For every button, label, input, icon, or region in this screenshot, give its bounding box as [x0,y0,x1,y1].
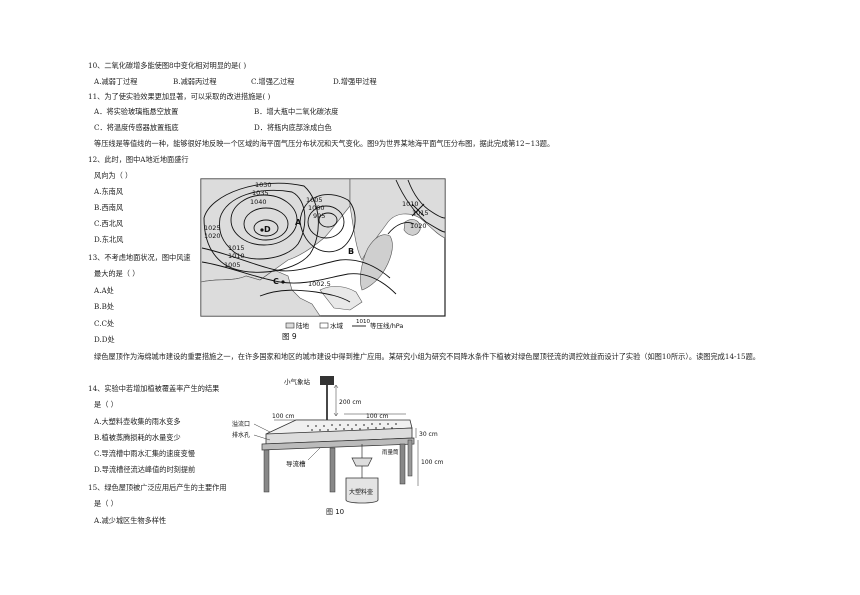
q12-stem-line2: 风向为（ ） [94,171,133,180]
isobar-label-1010: 1010 [228,252,245,260]
table-leg-back-right [407,439,413,477]
dimension-100cm-right: 100 cm [366,413,389,420]
q14-stem-line2: 是（ ） [94,400,118,409]
legend-water-label: 水域 [330,321,344,330]
table-leg-front-right [399,443,406,485]
q14-option-b: B.植被蒸腾损耗的水量变少 [94,433,181,442]
intro-isobar: 等压线是等值线的一种，能够很好地反映一个区域的海平面气压分布状况和天气变化。图9… [94,139,555,148]
isobar-label-1015-right: 1015 [412,209,429,217]
q13-option-a: A.A处 [94,286,114,295]
figure-9-caption: 图 9 [282,332,297,341]
q14-option-c: C.导流槽中雨水汇集的速度变慢 [94,449,195,458]
q14-option-d: D.导流槽径流达峰值的时刻提前 [94,465,196,474]
land-south [200,269,321,317]
q10-option-b: B.减弱丙过程 [173,77,217,86]
dimension-200cm: 200 cm [339,399,362,406]
q11-option-a: A．将实验玻璃瓶悬空放置 [94,107,179,116]
dimension-30cm: 30 cm [419,431,438,438]
isobar-label-1015: 1015 [228,244,245,252]
isobar-label-1025: 1025 [204,224,221,232]
point-c-marker [281,280,285,284]
q10-option-a: A.减弱丁过程 [94,77,138,86]
table-leg-front-mid [329,447,336,493]
q10-option-d: D.增强甲过程 [333,77,377,86]
rain-gauge-label: 雨量筒 [382,448,399,456]
overflow-outlet-label: 溢流口 [232,420,250,428]
isobar-label-1035: 1035 [252,189,269,197]
drainage-channel-label: 导流槽 [286,459,306,468]
q15-stem-line1: 15、绿色屋顶被广泛应用后产生的主要作用 [88,483,227,492]
q10-option-c: C.增强乙过程 [251,77,295,86]
q11-option-c: C．将温度传感器放置瓶底 [94,123,179,132]
q13-stem-line1: 13、不考虑地面状况，图中风速 [88,253,191,262]
legend-isobar-value: 1010 [356,319,370,325]
point-d-label: D [264,225,271,234]
isobar-label-1005: 1005 [224,261,241,269]
isobar-label-1002-5: 1002.5 [308,280,331,288]
q13-option-d: D.D处 [94,335,115,344]
legend-land-swatch [285,322,295,329]
isobar-label-1005b: 1005 [306,196,323,204]
rain-gauge [351,457,373,467]
land-east-island [403,219,421,236]
q12-option-d: D.东北风 [94,235,124,244]
isobar-label-1010-right: 1010 [402,200,419,208]
q12-option-a: A.东南风 [94,187,124,196]
plastic-bucket [345,477,379,504]
point-c-label: C [273,277,279,286]
legend-isobar-label: 等压线/hPa [370,321,403,330]
isobar-label-1030: 1030 [255,181,272,189]
q15-option-a: A.减少城区生物多样性 [94,516,167,525]
q11-stem: 11、为了使实验效果更加显著，可以采取的改进措施是( ) [88,92,271,101]
point-d-marker [260,228,264,232]
isobar-label-1020-right: 1020 [410,222,427,230]
weather-station-label: 小气象站 [284,377,311,386]
q12-option-c: C.西北风 [94,219,124,228]
figure-10-green-roof-experiment: 小气象站 200 cm 100 cm 100 cm 30 cm 溢流口 排水孔 … [232,376,444,516]
drain-hole-label: 排水孔 [232,431,250,439]
table-leg-front-left [263,449,270,493]
figure-9-pressure-map: 1030 1035 1040 1025 1020 1015 1010 1005 … [200,178,446,341]
figure-10-caption: 图 10 [326,508,344,516]
weather-station-box [320,376,334,385]
dimension-100cm-left: 100 cm [272,413,295,420]
isobar-label-995: 995 [313,212,325,220]
legend-land-label: 陆地 [296,321,310,330]
q12-stem-line1: 12、此时，图中A地近地面盛行 [88,155,189,164]
q13-option-c: C.C处 [94,319,115,328]
q15-stem-line2: 是（ ） [94,499,118,508]
isobar-label-1040: 1040 [250,198,267,206]
q13-option-b: B.B处 [94,302,115,311]
point-a-label: A [295,218,302,227]
q13-stem-line2: 最大的是（ ） [94,269,140,278]
q11-option-b: B．增大瓶中二氧化碳浓度 [254,107,339,116]
intro-green-roof: 绿色屋顶作为海绵城市建设的重要措施之一，在许多国家和地区的城市建设中得到推广应用… [94,352,760,361]
q14-stem-line1: 14、实验中若增加植被覆盖率产生的结果 [88,384,220,393]
isobar-label-1000: 1000 [308,204,325,212]
legend-water-swatch [319,322,329,329]
q11-option-d: D．将瓶内底部涂成白色 [254,123,332,132]
isobar-label-1020: 1020 [204,232,221,240]
dimension-100cm-height: 100 cm [421,459,444,466]
drainage-channel [261,437,415,451]
q12-option-b: B.西南风 [94,203,124,212]
q10-stem: 10、二氧化碳增多能使图8中变化相对明显的是( ) [88,61,247,70]
point-b-label: B [348,247,354,256]
q14-option-a: A.大塑料壶收集的雨水变多 [94,417,181,426]
plastic-bucket-label: 大塑料壶 [349,488,373,496]
land-northeast [349,178,446,261]
